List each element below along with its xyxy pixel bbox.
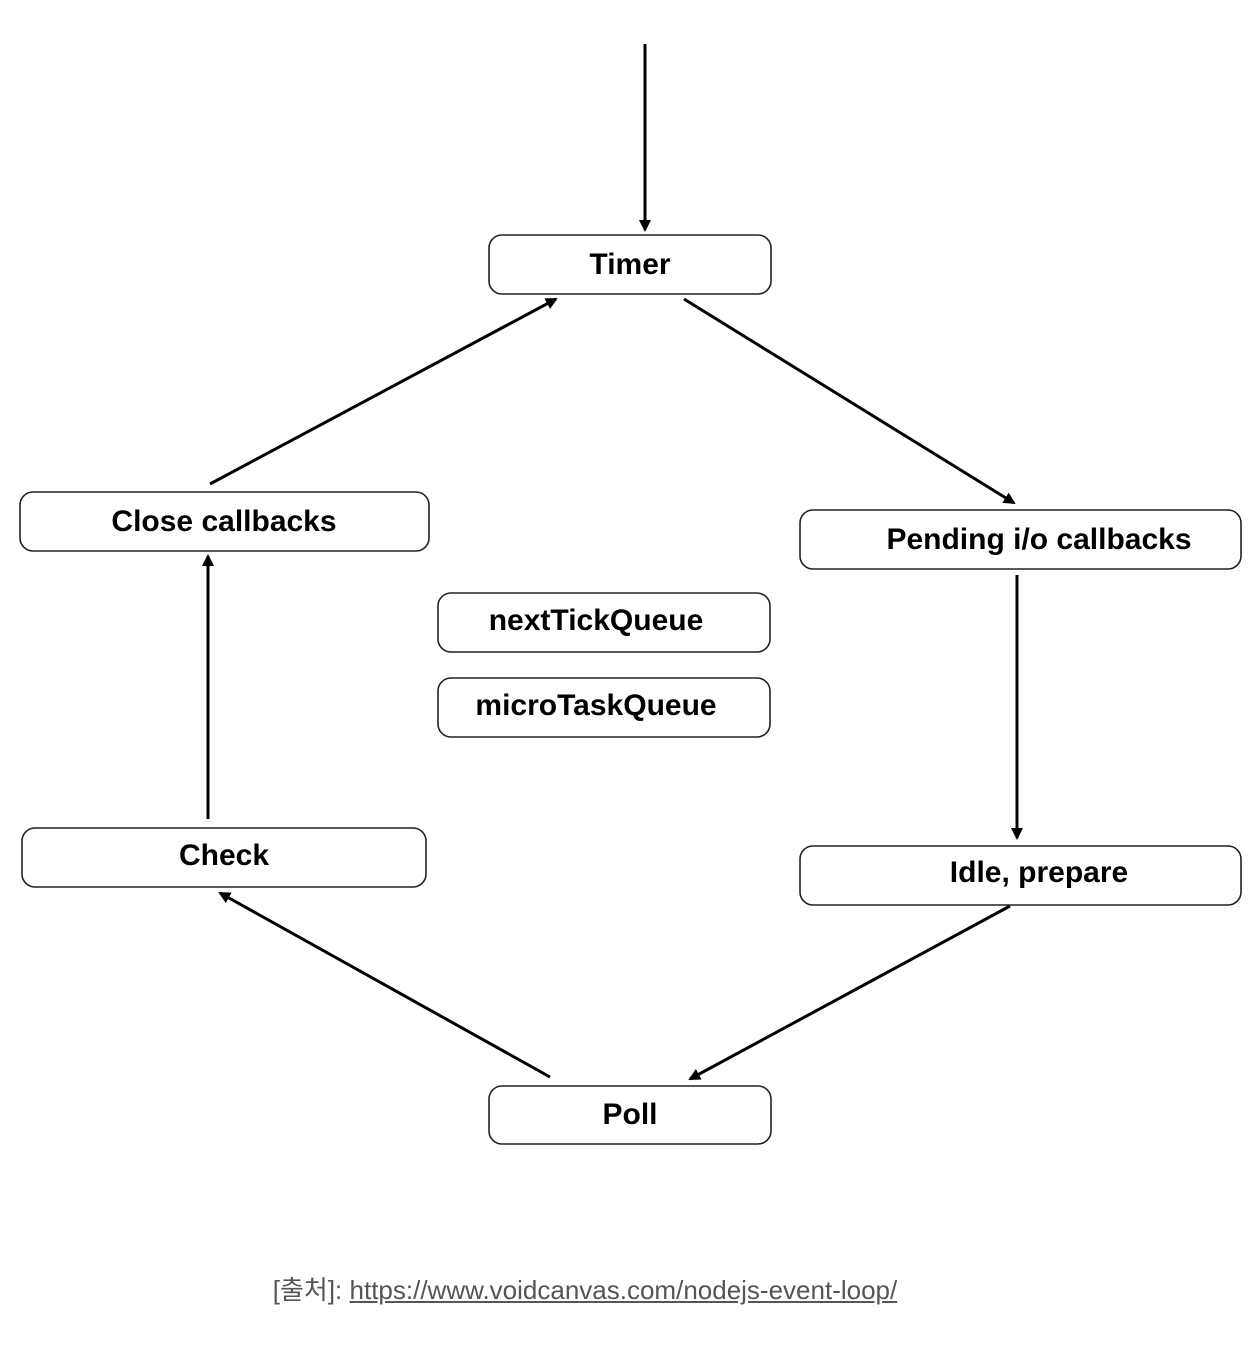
next-tick-queue-label: nextTickQueue (489, 604, 704, 637)
idle-to-poll-arrow (688, 904, 1011, 1081)
source-prefix: [출처]: (272, 1275, 350, 1305)
close-to-timer-arrow (209, 297, 558, 486)
check-node: Check (21, 827, 427, 888)
micro-task-queue-node: microTaskQueue (437, 677, 771, 738)
micro-task-queue-label: microTaskQueue (475, 689, 716, 722)
check-label: Check (179, 839, 269, 872)
timer-label: Timer (589, 248, 670, 281)
close-callbacks-node: Close callbacks (19, 491, 430, 552)
source-caption: [출처]: https://www.voidcanvas.com/nodejs-… (0, 1270, 1170, 1307)
pending-io-callbacks-label: Pending i/o callbacks (886, 523, 1191, 556)
close-callbacks-label: Close callbacks (111, 505, 336, 538)
idle-prepare-node: Idle, prepare (799, 845, 1242, 906)
idle-prepare-label: Idle, prepare (950, 856, 1128, 889)
poll-to-check-arrow (218, 891, 551, 1079)
timer-node: Timer (488, 234, 772, 295)
next-tick-queue-node: nextTickQueue (437, 592, 771, 653)
source-link[interactable]: https://www.voidcanvas.com/nodejs-event-… (349, 1275, 898, 1305)
pending-io-callbacks-node: Pending i/o callbacks (799, 509, 1242, 570)
timer-to-pending-arrow (683, 297, 1016, 505)
poll-label: Poll (602, 1098, 657, 1131)
poll-node: Poll (488, 1085, 772, 1145)
